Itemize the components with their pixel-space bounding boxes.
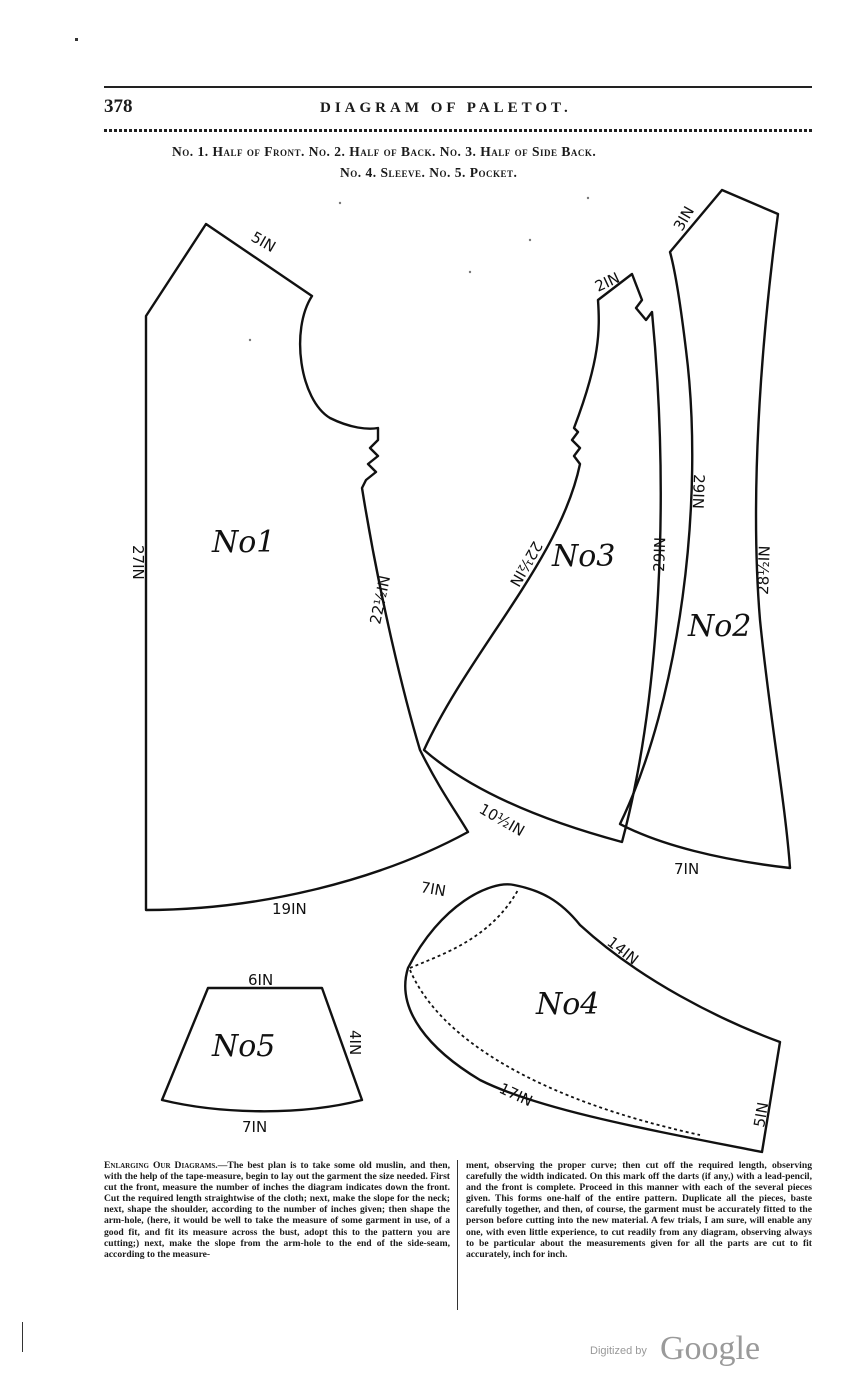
piece-no4-dashed-top — [409, 889, 519, 969]
piece-no4-outline — [404, 883, 782, 1154]
piece-no1-shoulder-measure: 5IN — [248, 228, 279, 256]
dot — [468, 270, 472, 274]
piece-no5-top-measure: 6IN — [248, 971, 273, 989]
piece-no4-top-measure: 7IN — [419, 878, 447, 900]
header-rule-top — [104, 86, 812, 88]
piece-no4-cuff-measure: 5IN — [750, 1101, 772, 1129]
piece-no2-back-measure: 28½IN — [754, 545, 774, 595]
piece-no1-side-measure: 22½IN — [366, 574, 394, 626]
piece-no3-label: No3 — [551, 539, 615, 574]
scan-margin-line — [22, 1322, 23, 1352]
figure-caption-line-2: No. 4. Sleeve. No. 5. Pocket. — [340, 165, 518, 180]
piece-no1-length-measure: 27IN — [129, 545, 147, 580]
text-column-left: Enlarging Our Diagrams.—The best plan is… — [104, 1160, 450, 1260]
text-column-right: ment, observing the proper curve; then c… — [466, 1160, 812, 1260]
column-divider — [457, 1160, 458, 1310]
piece-no3-side-measure: 29IN — [650, 537, 669, 572]
digitized-by-label: Digitized by — [590, 1345, 647, 1357]
google-logo: Google — [660, 1330, 761, 1367]
dot — [586, 196, 590, 200]
piece-no1-outline — [144, 222, 470, 912]
dot — [528, 238, 532, 242]
piece-no2-label: No2 — [687, 609, 751, 644]
piece-no2-side-measure: 29IN — [689, 474, 708, 509]
left-column-body: —The best plan is to take some old musli… — [104, 1160, 450, 1260]
piece-no5-outline — [160, 986, 364, 1113]
figure-caption-line-1: No. 1. Half of Front. No. 2. Half of Bac… — [172, 144, 597, 159]
piece-no2-bottom-measure: 7IN — [674, 860, 699, 878]
piece-no1-label: No1 — [211, 525, 275, 560]
running-title: DIAGRAM OF PALETOT. — [320, 100, 572, 116]
dot — [338, 201, 342, 205]
section-heading: Enlarging Our Diagrams. — [104, 1160, 218, 1171]
piece-no5-side-measure: 4IN — [346, 1030, 364, 1055]
piece-no2-shoulder-measure: 3IN — [670, 203, 698, 234]
scan-speck — [75, 38, 78, 41]
piece-no3-bottom-measure: 10½IN — [476, 800, 528, 840]
piece-no4-lower-measure: 17IN — [496, 1079, 535, 1110]
page-number: 378 — [104, 96, 133, 117]
piece-no1-bottom-measure: 19IN — [272, 900, 307, 918]
header-rule-bottom — [104, 129, 812, 132]
piece-no3-shoulder-measure: 2IN — [592, 269, 622, 296]
piece-no4-dashed-under — [409, 969, 701, 1136]
piece-no5-bottom-measure: 7IN — [242, 1118, 267, 1136]
piece-no4-upper-measure: 14IN — [604, 933, 642, 969]
piece-no4-label: No4 — [535, 987, 599, 1022]
piece-no3-outline — [422, 272, 662, 844]
piece-no2-outline — [618, 188, 792, 870]
piece-no5-label: No5 — [211, 1029, 275, 1064]
piece-no3-length-measure: 22½IN — [506, 538, 546, 590]
dot — [248, 338, 252, 342]
